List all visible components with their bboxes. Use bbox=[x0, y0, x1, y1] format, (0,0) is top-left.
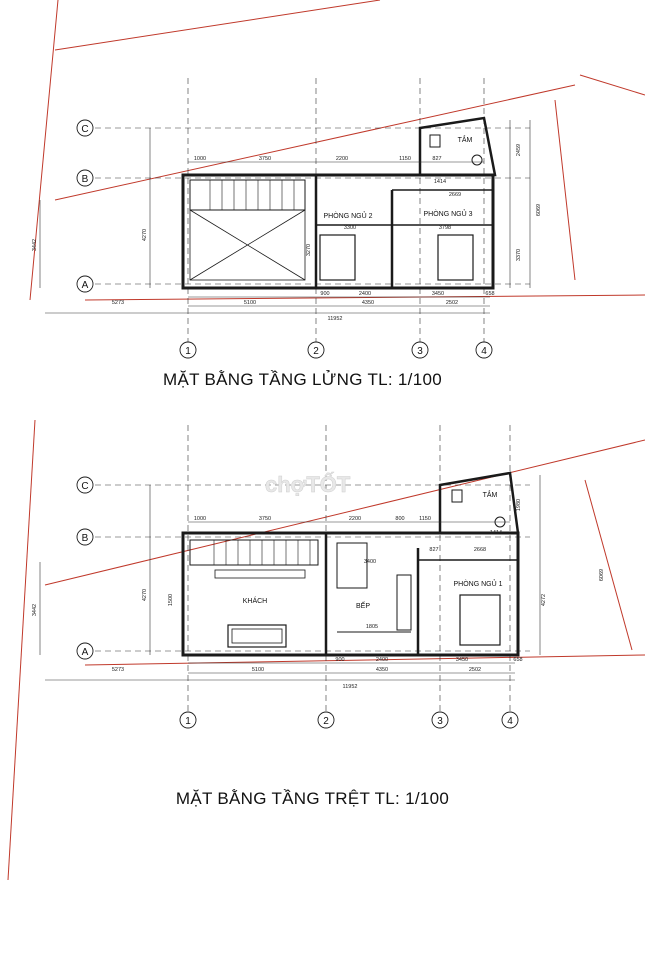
dim-text: 3400 bbox=[364, 559, 376, 565]
site-boundary-lines bbox=[7, 0, 645, 881]
dim-text: 3270 bbox=[306, 244, 312, 256]
grid-label-col: 1 bbox=[185, 716, 191, 727]
ground-walls bbox=[181, 471, 520, 657]
dim-text: 6069 bbox=[599, 569, 605, 581]
dim-text: 900 bbox=[320, 291, 329, 297]
room-label-bath: TẮM bbox=[458, 135, 473, 144]
grid-label-col: 4 bbox=[481, 346, 487, 357]
dim-text: 1805 bbox=[366, 624, 378, 630]
dim-text: 3442 bbox=[32, 239, 38, 251]
grid-label-col: 3 bbox=[417, 346, 423, 357]
grid-bubbles bbox=[76, 119, 519, 729]
dim-text: 3450 bbox=[432, 291, 444, 297]
grid-label-row: B bbox=[82, 533, 89, 544]
grid-label-row: A bbox=[82, 280, 89, 291]
dimension-lines bbox=[39, 120, 541, 681]
dim-text: 2400 bbox=[376, 657, 388, 663]
dim-text: 4272 bbox=[541, 594, 547, 606]
dim-text: 1150 bbox=[399, 156, 411, 162]
ground-plan-title: MẶT BẰNG TẦNG TRỆT TL: 1/100 bbox=[175, 789, 450, 808]
dim-text: 11952 bbox=[328, 316, 343, 322]
dim-text: 4350 bbox=[362, 300, 374, 306]
dim-text: 5100 bbox=[244, 300, 256, 306]
dim-text: 3750 bbox=[259, 156, 271, 162]
grid-label-col: 2 bbox=[313, 346, 319, 357]
dim-text: 1500 bbox=[168, 594, 174, 606]
dim-text: 3300 bbox=[344, 225, 356, 231]
dim-text: 827 bbox=[429, 547, 438, 553]
dim-text: 2502 bbox=[469, 667, 481, 673]
dim-text: 3798 bbox=[439, 225, 451, 231]
dim-text: 3450 bbox=[456, 657, 468, 663]
dim-text: 1414 bbox=[490, 530, 502, 536]
dim-text: 4270 bbox=[142, 589, 148, 601]
dim-text: 2502 bbox=[446, 300, 458, 306]
dim-text: 1000 bbox=[194, 156, 206, 162]
dim-text: 5273 bbox=[112, 667, 124, 673]
dim-text: 2200 bbox=[349, 516, 361, 522]
mezzanine-walls bbox=[181, 116, 497, 290]
dim-text: 1150 bbox=[419, 516, 431, 522]
dim-text: 2669 bbox=[449, 192, 461, 198]
grid-label-row: C bbox=[81, 124, 88, 135]
room-label-bedroom2: PHÒNG NGỦ 2 bbox=[323, 211, 372, 220]
mezzanine-plan-title: MẶT BẰNG TẦNG LỬNG TL: 1/100 bbox=[163, 370, 442, 389]
dim-text: 1414 bbox=[434, 179, 446, 185]
dim-text: 3442 bbox=[32, 604, 38, 616]
dim-text: 11952 bbox=[343, 684, 358, 690]
watermark: chợTỐT bbox=[265, 471, 351, 497]
dim-text: 1980 bbox=[516, 499, 522, 511]
dim-text: 2459 bbox=[516, 144, 522, 156]
dim-text: 2668 bbox=[474, 547, 486, 553]
grid-label-row: C bbox=[81, 481, 88, 492]
room-label-bath: TẮM bbox=[483, 490, 498, 499]
dim-text: 3370 bbox=[516, 249, 522, 261]
dim-text: 3750 bbox=[259, 516, 271, 522]
grid-label-col: 4 bbox=[507, 716, 513, 727]
dim-text: 5100 bbox=[252, 667, 264, 673]
dim-text: 2200 bbox=[336, 156, 348, 162]
room-label-bedroom3: PHÒNG NGỦ 3 bbox=[423, 209, 472, 218]
room-label-kitchen: BẾP bbox=[356, 600, 370, 610]
grid-axes bbox=[95, 78, 530, 715]
grid-label-col: 1 bbox=[185, 346, 191, 357]
dim-text: 900 bbox=[335, 657, 344, 663]
dim-text: 2400 bbox=[359, 291, 371, 297]
dim-text: 1000 bbox=[194, 516, 206, 522]
room-label-bedroom1: PHÒNG NGỦ 1 bbox=[453, 579, 502, 588]
dim-text: 4270 bbox=[142, 229, 148, 241]
ground-stair-treads bbox=[213, 540, 311, 565]
dim-text: 827 bbox=[432, 156, 441, 162]
dim-text: 658 bbox=[513, 657, 522, 663]
grid-label-col: 2 bbox=[323, 716, 329, 727]
grid-label-row: A bbox=[82, 647, 89, 658]
mezzanine-stair-treads bbox=[209, 180, 295, 210]
room-label-living: KHÁCH bbox=[243, 596, 268, 605]
dim-text: 658 bbox=[485, 291, 494, 297]
grid-label-col: 3 bbox=[437, 716, 443, 727]
dim-text: 5273 bbox=[112, 300, 124, 306]
dim-text: 800 bbox=[395, 516, 404, 522]
dim-text: 4350 bbox=[376, 667, 388, 673]
grid-label-row: B bbox=[82, 174, 89, 185]
dim-text: 6069 bbox=[536, 204, 542, 216]
